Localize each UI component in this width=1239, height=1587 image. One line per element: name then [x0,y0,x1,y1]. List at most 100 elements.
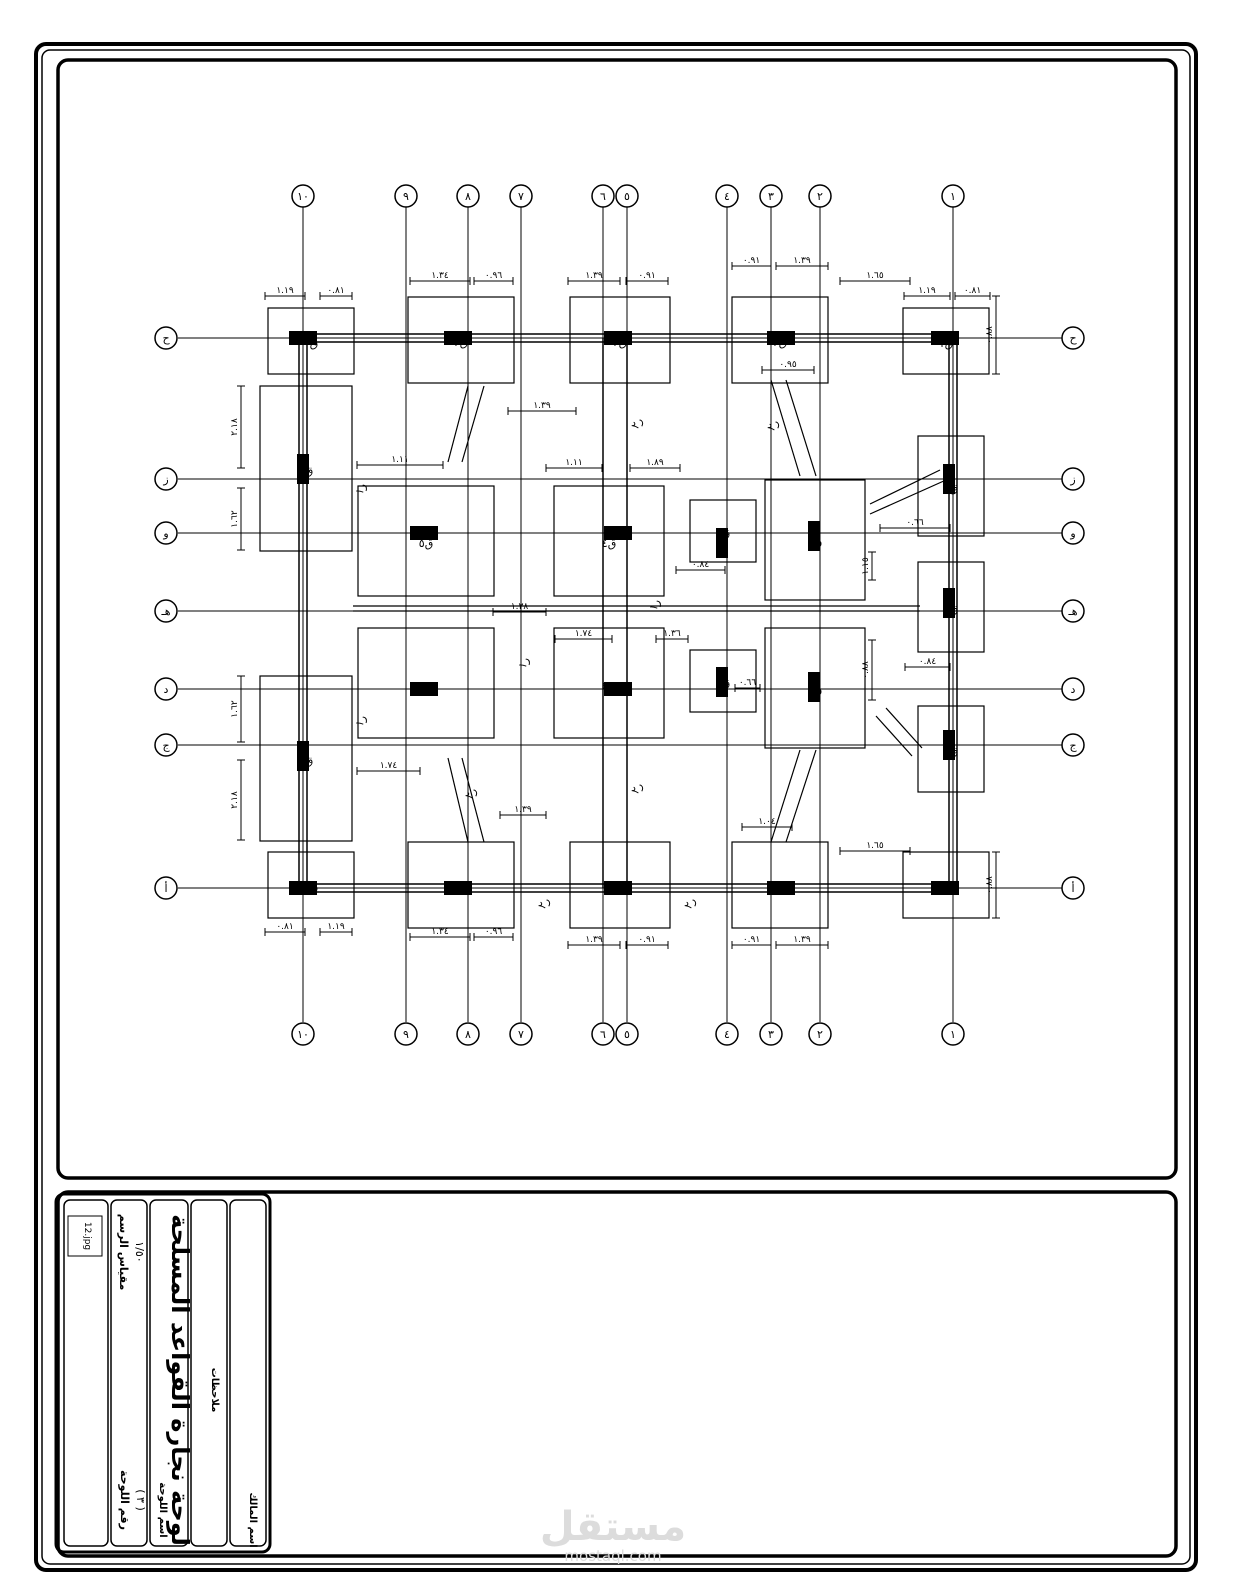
dimension-text: ١.٦٢ [230,510,240,528]
dimension-text: ٠.٩٦ [485,927,503,937]
column [444,331,472,345]
footing-outline [259,385,353,552]
footing-outline [917,705,985,793]
tie-beam-label: ر٢ [463,785,480,801]
grid-bubble [1061,521,1085,545]
tie-beam-label: ر٢ [629,415,646,431]
sheet-no-label: رقم اللوحة [118,1470,131,1530]
dimension-text: ١.١١ [565,458,582,468]
grid-bubble-label: ٩ [403,190,409,203]
footing-outline [407,841,515,929]
grid-bubble-label: ٤ [724,190,730,203]
beam-label: ر١ [353,481,369,496]
tie-beam-label: ر٢ [536,895,553,911]
dimension-text: ٠.٨٨ [985,326,995,344]
dimension-text: ٠.٨٨ [861,661,871,679]
dimension-text: ٠.٩٦ [485,271,503,281]
column [410,682,438,696]
grid-bubble [1061,599,1085,623]
dimension-text: ١.٧٤ [380,761,398,771]
dimension-text: ١.٨٩ [646,458,664,468]
grid-bubble [1061,733,1085,757]
tie-beam-sloped [770,749,801,843]
column [716,528,728,558]
grid-bubble [759,1022,783,1046]
dimension-text: ٠.٦٦ [739,678,757,688]
dimension-text: ٠.٨١ [964,286,981,296]
column [444,881,472,895]
sheet-no-value: ( ٣ ) [134,1489,147,1511]
tie-beam-sloped [885,707,923,749]
column [289,331,317,345]
footing-outline [917,435,985,537]
grid-bubble-label: ٢ [817,190,823,203]
footing-outline [357,627,495,739]
beam-label: ر١ [353,713,369,728]
grid-bubble [154,677,178,701]
tie-beam-sloped [869,479,947,515]
drawing-title: لوحة نجارة القواعد المسلحة [166,1214,194,1546]
dimension-text: ١.١١ [391,455,408,465]
tie-beam-sloped [461,385,485,463]
title-block: 12.jpg مقياس الرسم ١/٥٠ رقم اللوحة ( ٣ )… [54,1192,272,1554]
column [410,526,438,540]
column [931,881,959,895]
title-block-cell-title [149,1199,189,1547]
grid-bubble-label: ٨ [465,1028,471,1041]
dimension-text: ١.١٩ [918,286,936,296]
dimension-text: ٠.٩١ [638,935,655,945]
grid-bubble [509,1022,533,1046]
grid-bubble-label: د [164,683,169,696]
drawing-title-label: اسم اللوحة [157,1482,168,1537]
grid-bubble [808,184,832,208]
footing-outline [764,479,866,601]
footing-outline [569,296,671,384]
tie-beam-label: ر٢ [765,417,782,433]
column [808,521,820,551]
grid-bubble-label: ج [1069,739,1077,752]
grid-bubble-label: ح [1069,332,1077,345]
grid-bubble [808,1022,832,1046]
column [716,667,728,697]
grid-bubble [154,599,178,623]
footing-label: ق٤ [602,537,616,550]
tie-beam-sloped [447,385,469,463]
grid-bubble-label: ٥ [624,190,630,203]
outer-border-inner [41,49,1191,1565]
dimension-text: ١.٣٦ [663,629,681,639]
dimension-text: ١.٣٩ [533,401,551,411]
grid-bubble [291,184,315,208]
footing-outline [569,841,671,929]
title-block-frame [54,1192,272,1554]
dimension-text: ١.٦٥ [866,271,884,281]
grid-bubble-label: ٦ [600,1028,606,1041]
dimension-text: ٠.٨٨ [985,876,995,894]
grid-bubble [456,184,480,208]
column [808,672,820,702]
footing-outline [917,561,985,653]
dimension-text: ٢.١٨ [230,791,240,809]
dimension-text: ٠.٦٦ [906,518,924,528]
column [767,881,795,895]
dimension-text: ١.١٩ [276,286,294,296]
dimension-text: ١.٠٤ [758,817,776,827]
grid-bubble [154,521,178,545]
grid-bubble [394,184,418,208]
grid-bubble-label: و [1069,527,1075,540]
grid-bubble [154,876,178,900]
scale-value: ١/٥٠ [133,1241,146,1262]
grid-bubble-label: ٢ [817,1028,823,1041]
footing-outline [553,627,665,739]
grid-bubble-label: ١ [950,190,956,203]
column [289,881,317,895]
grid-bubble [615,184,639,208]
dimension-text: ١.٦٢ [230,700,240,718]
grid-bubble [291,1022,315,1046]
dimension-text: ٠.٨١ [276,922,293,932]
dimension-text: ١.١٩ [327,922,345,932]
grid-bubble-label: ٨ [465,190,471,203]
scale-label: مقياس الرسم [117,1214,130,1291]
dimension-text: ١.٣٤ [431,271,449,281]
grid-bubble-label: ٧ [518,1028,524,1041]
column [604,526,632,540]
